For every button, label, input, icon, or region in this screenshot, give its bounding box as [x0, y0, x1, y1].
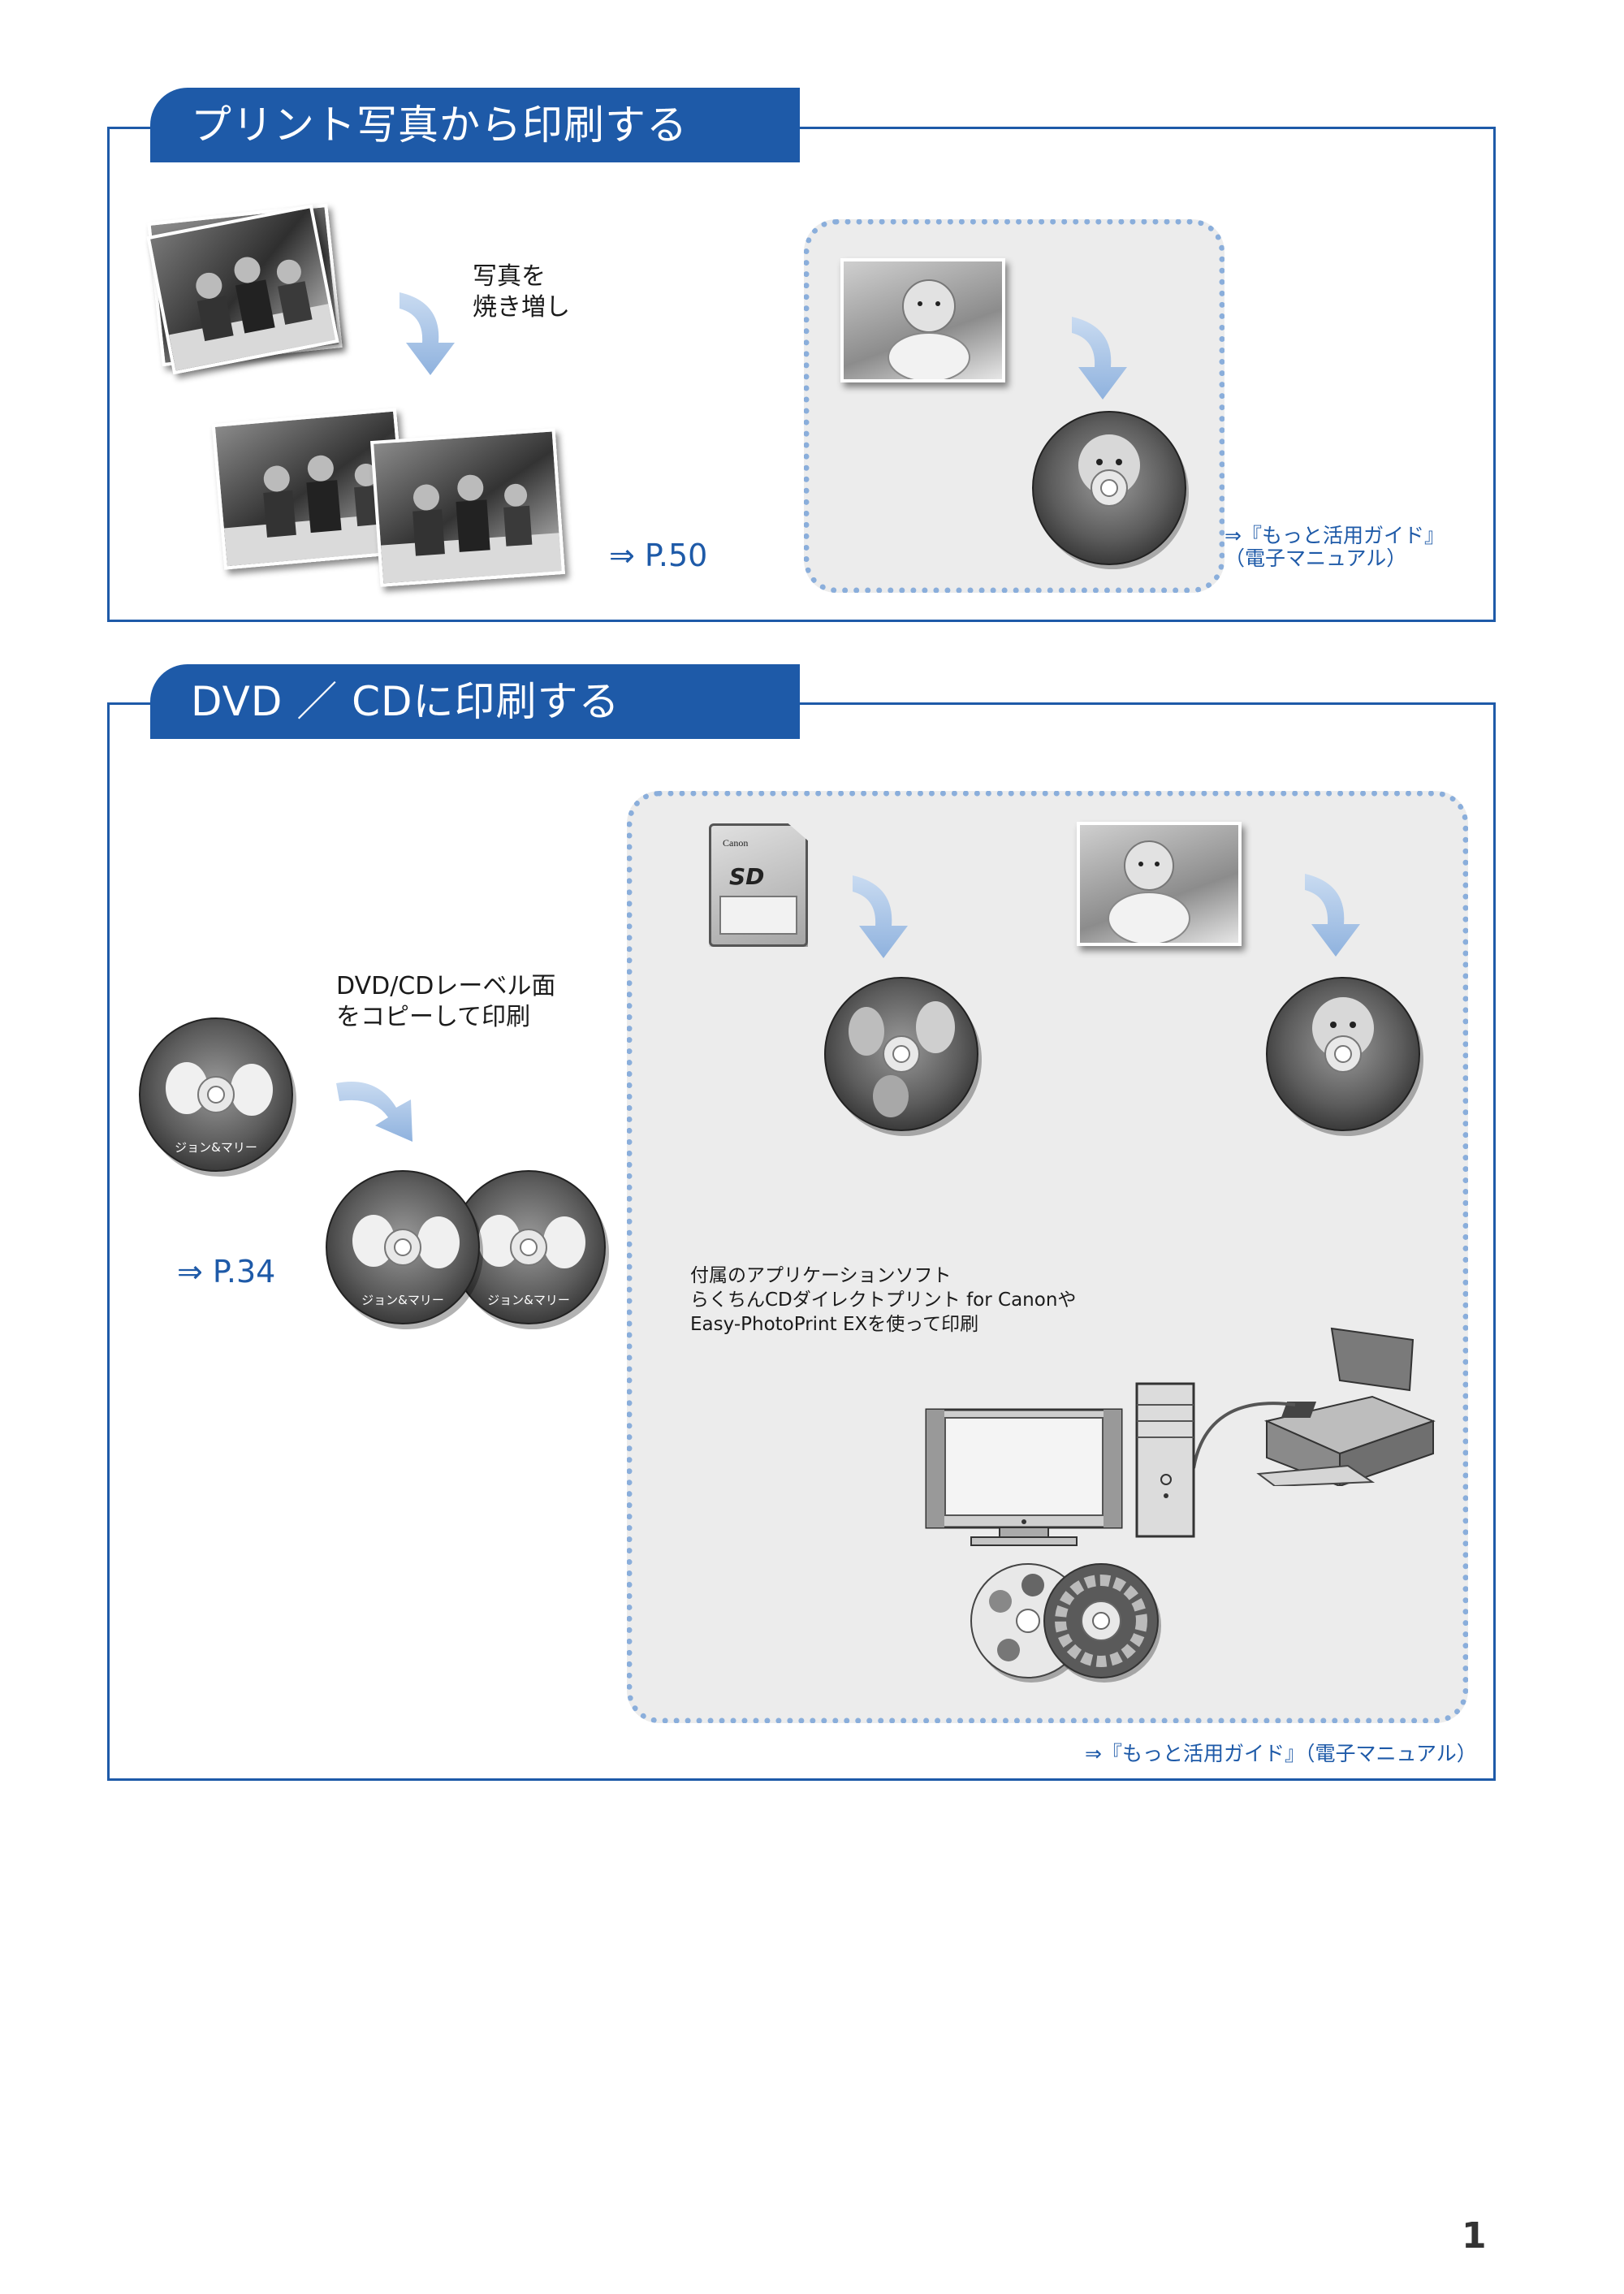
sd-logo-icon: SD [729, 863, 765, 890]
baby-illustration [888, 279, 970, 379]
page-ref-p50[interactable]: ⇒ P.50 [609, 538, 708, 573]
baby-photo [840, 258, 1005, 382]
disc-label-text: ジョン&マリー [361, 1293, 444, 1307]
usb-cable-icon [1192, 1402, 1296, 1469]
curved-arrow-icon [853, 875, 908, 958]
software-output-disc-icon-2 [1043, 1563, 1161, 1683]
section-title-disc-print: DVD ／ CDに印刷する [150, 664, 800, 739]
original-snapshot-photo-2 [146, 204, 339, 375]
printer-icon [1256, 1327, 1436, 1486]
section-photo-reprint [107, 127, 1496, 622]
computer-tower-icon [1135, 1382, 1195, 1538]
curved-arrow-icon [400, 292, 455, 375]
curved-arrow-icon [1305, 874, 1360, 957]
original-label-disc-icon: ジョン&マリー [139, 1017, 296, 1177]
curved-arrow-icon [1072, 317, 1127, 400]
sd-card-brand: Canon [723, 837, 749, 849]
disc-label-text: ジョン&マリー [487, 1293, 570, 1307]
page-ref-p34[interactable]: ⇒ P.34 [177, 1254, 276, 1290]
baby-photo-2 [1077, 822, 1242, 946]
caption-reprint: 写真を 焼き増し [473, 262, 570, 322]
baby-illustration [1108, 840, 1190, 943]
curved-arrow-icon [336, 1082, 412, 1142]
caption-copy-label: DVD/CDレーベル面 をコピーして印刷 [336, 972, 556, 1031]
reprint-copy-photo-2 [369, 428, 566, 587]
caption-software: 付属のアプリケーションソフト らくちんCDダイレクトプリント for Canon… [690, 1265, 1077, 1335]
section-disc-print [107, 702, 1496, 1781]
sd-card-icon: Canon SD [709, 823, 808, 947]
printed-baby-disc-icon [1032, 411, 1189, 569]
page-number: 1 [1462, 2215, 1487, 2257]
monitor-icon [925, 1408, 1123, 1546]
section-title-photo-reprint: プリント写真から印刷する [150, 88, 800, 162]
disc-label-text: ジョン&マリー [175, 1140, 257, 1155]
snapshot-illustration [168, 257, 335, 371]
printed-tulip-disc-icon [824, 977, 982, 1136]
copied-label-disc-icon-2: ジョン&マリー [451, 1170, 609, 1329]
copied-label-disc-icon-1: ジョン&マリー [326, 1170, 483, 1329]
guide-ref-section2[interactable]: ⇒『もっと活用ガイド』（電子マニュアル） [1085, 1742, 1477, 1765]
guide-ref-section1[interactable]: ⇒『もっと活用ガイド』 （電子マニュアル） [1224, 524, 1445, 570]
printed-baby-disc-icon-2 [1266, 977, 1423, 1136]
reprint-copy-photo-1 [211, 408, 409, 570]
